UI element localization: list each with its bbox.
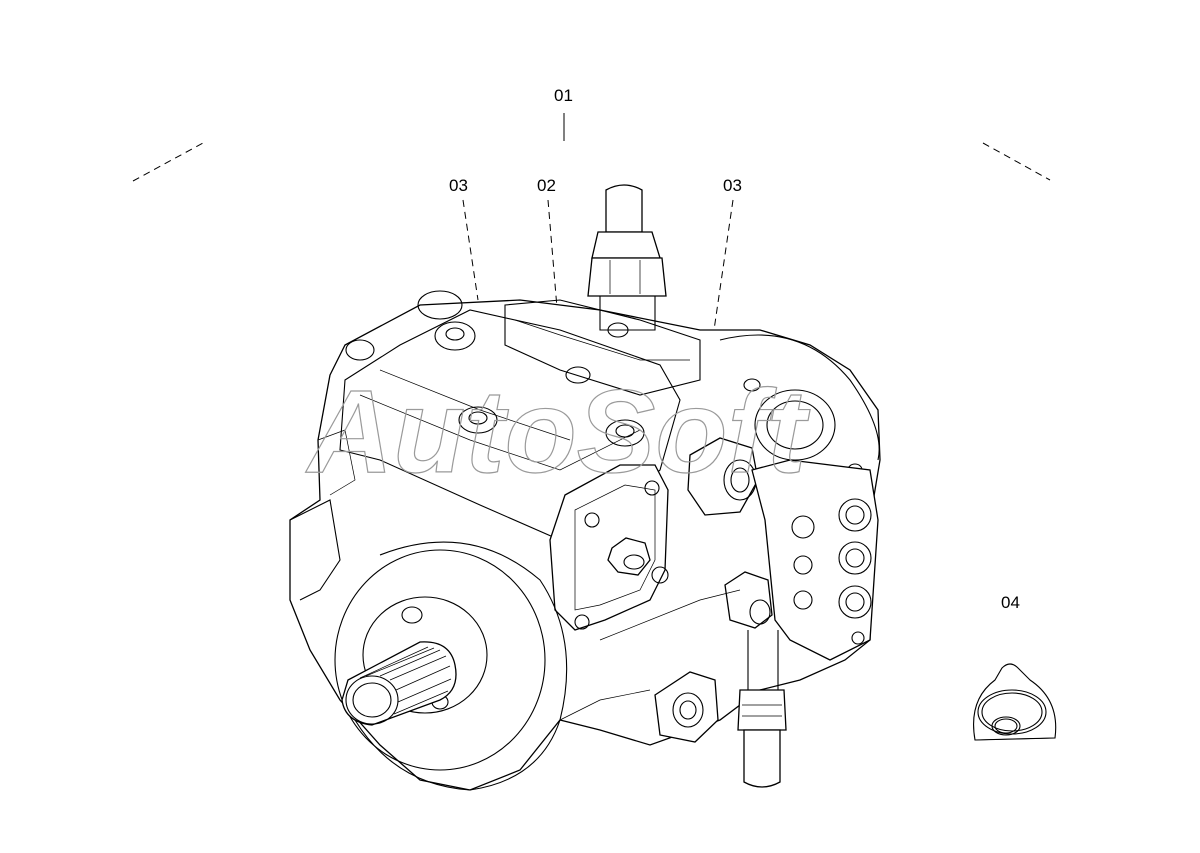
bolt-top-left bbox=[434, 321, 476, 351]
callout-04[interactable]: 04 bbox=[1001, 593, 1020, 612]
bracket-left-line bbox=[132, 142, 204, 182]
connector-top-left bbox=[345, 290, 463, 361]
watermark: AutoSoft bbox=[305, 366, 811, 498]
splined-shaft bbox=[341, 641, 457, 726]
bolt-top-mid bbox=[458, 406, 498, 434]
leader-03-right bbox=[713, 199, 734, 331]
bolt-top-center bbox=[605, 419, 645, 447]
flange-plate bbox=[549, 464, 669, 631]
sensor-bottom bbox=[737, 630, 787, 788]
bottom-boss bbox=[654, 671, 719, 743]
fitting-side bbox=[687, 437, 759, 516]
right-housing bbox=[719, 334, 880, 477]
callout-01[interactable]: 01 bbox=[554, 86, 573, 105]
bracket-right-line bbox=[982, 142, 1051, 181]
sensor-top bbox=[587, 184, 667, 331]
leader-03-left bbox=[462, 199, 479, 301]
callout-03-right[interactable]: 03 bbox=[723, 176, 742, 195]
fitting-lower bbox=[724, 571, 773, 629]
o-ring-kit bbox=[973, 663, 1057, 741]
pump-assembly bbox=[289, 184, 881, 791]
leader-02 bbox=[547, 199, 559, 321]
valve-block bbox=[751, 459, 879, 661]
callout-02[interactable]: 02 bbox=[537, 176, 556, 195]
callout-03-left[interactable]: 03 bbox=[449, 176, 468, 195]
